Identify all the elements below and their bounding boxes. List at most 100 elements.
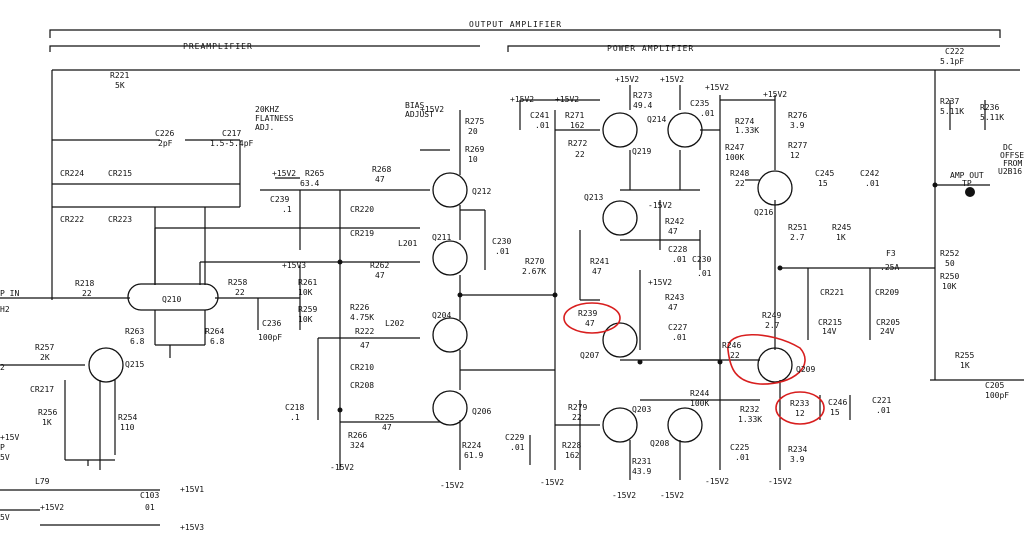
labels: 20KHZ FLATNESS ADJ. BIAS ADJUST AMP OUT … [0,47,1024,532]
component-label-r269-ref: R269 [465,145,484,154]
component-label-c205-val: 100pF [985,391,1009,400]
component-label-r270-ref: R270 [525,257,544,266]
bias-label: BIAS [405,101,424,110]
component-label-r233-ref: R233 [790,399,809,408]
component-label-rails-p15v2: +15V2 [510,95,534,104]
component-label-rails-m15v2: -15V2 [540,478,564,487]
component-label-r277-val: 12 [790,151,800,160]
component-label-r274-ref: R274 [735,117,754,126]
component-label-r222-val: 47 [360,341,370,350]
component-label-rails-p15v1: +15V1 [180,485,204,494]
component-label-annotations-flatness_2: FLATNESS [255,114,294,123]
component-label-r232-ref: R232 [740,405,759,414]
component-label-r237-val: 5.11K [940,107,964,116]
component-label-r272-val: 22 [575,150,585,159]
transistor-q212 [432,172,468,208]
component-label-cr219-ref: CR219 [350,229,374,238]
component-label-cr205-val: 24V [880,327,895,336]
component-label-c205-ref: C205 [985,381,1004,390]
component-label-c241-ref: C241 [530,111,549,120]
component-label-r225-ref: R225 [375,413,394,422]
component-label-c103-val: 01 [145,503,155,512]
component-label-annotations-lbl_l79: L79 [35,477,50,486]
component-label-r246-val: 22 [730,351,740,360]
component-label-q215-ref: Q215 [125,360,144,369]
component-label-r263-ref: R263 [125,327,144,336]
component-label-r239-val: 47 [585,319,595,328]
component-label-f3-ref: F3 [886,249,896,258]
component-label-r252-val: 50 [945,259,955,268]
component-label-q210-ref: Q210 [162,295,181,304]
component-label-r258-val: 22 [235,288,245,297]
component-label-cr217-ref: CR217 [30,385,54,394]
component-label-c229-ref: C229 [505,433,524,442]
component-label-r277-ref: R277 [788,141,807,150]
component-label-r276-ref: R276 [788,111,807,120]
component-label-rails-p15v2: +15V2 [615,75,639,84]
component-label-c230b-val: .01 [697,269,712,278]
component-label-rails-p15v3: +15V3 [180,523,204,532]
component-label-r242-ref: R242 [665,217,684,226]
component-label-rails-m15v2: -15V2 [660,491,684,500]
input-label: P IN [0,289,19,298]
transistor-q215 [88,347,124,383]
component-label-f3-val: .25A [880,263,899,272]
component-label-q213-ref: Q213 [584,193,603,202]
component-label-annotations-inp_2: H2 [0,305,10,314]
component-label-r266-ref: R266 [348,431,367,440]
component-label-q204-ref: Q204 [432,311,451,320]
transistor-q208 [667,407,703,443]
component-label-r265-val: 63.4 [300,179,319,188]
component-label-c222-val: 5.1pF [940,57,964,66]
transistor-q214 [667,112,703,148]
component-label-cr220-ref: CR220 [350,205,374,214]
component-label-annotations-dc_2: OFFSE [1000,151,1024,160]
component-label-r257-val: 2K [40,353,50,362]
component-label-c235-val: .01 [700,109,715,118]
component-label-r258-ref: R258 [228,278,247,287]
component-label-c222-ref: C222 [945,47,964,56]
component-label-c226-val: 2pF [158,139,173,148]
transistor-q206 [432,390,468,426]
component-label-r249-ref: R249 [762,311,781,320]
component-label-r246-ref: R246 [722,341,741,350]
component-label-r239-ref: R239 [578,309,597,318]
component-label-r218-ref: R218 [75,279,94,288]
component-label-c239-val: .1 [282,205,292,214]
component-label-r255-ref: R255 [955,351,974,360]
component-label-r254-ref: R254 [118,413,137,422]
component-label-c230a-val: .01 [495,247,510,256]
component-label-r269-val: 10 [468,155,478,164]
component-label-l201-ref: L201 [398,239,417,248]
component-label-c221-ref: C221 [872,396,891,405]
transistor-q203 [602,407,638,443]
component-label-c236-val: 100pF [258,333,282,342]
component-label-rails-p15v: +15V [0,433,19,442]
component-label-r266-val: 324 [350,441,365,450]
component-label-r237-ref: R237 [940,97,959,106]
component-label-r279-val: 22 [572,413,582,422]
component-label-annotations-flatness_3: ADJ. [255,123,274,132]
component-label-r275-ref: R275 [465,117,484,126]
component-label-cr222-ref: CR222 [60,215,84,224]
component-label-r257-ref: R257 [35,343,54,352]
component-label-q211-ref: Q211 [432,233,451,242]
component-label-cr215b-ref: CR215 [818,318,842,327]
component-label-r273-ref: R273 [633,91,652,100]
component-label-r243-ref: R243 [665,293,684,302]
component-label-c217-ref: C217 [222,129,241,138]
component-label-rails-p15v2: +15V2 [40,503,64,512]
component-label-cr223-ref: CR223 [108,215,132,224]
component-label-r224-val: 61.9 [464,451,483,460]
component-label-r262-val: 47 [375,271,385,280]
component-label-r242-val: 47 [668,227,678,236]
transistor-q211 [432,240,468,276]
component-label-rails-p15v2: +15V2 [555,95,579,104]
component-label-r251-ref: R251 [788,223,807,232]
component-label-r255-val: 1K [960,361,970,370]
component-label-rails-m15v2: -15V2 [768,477,792,486]
component-label-r268-val: 47 [375,175,385,184]
transistor-q209 [757,347,793,383]
component-label-rails-p15v3: +15V3 [282,261,306,270]
